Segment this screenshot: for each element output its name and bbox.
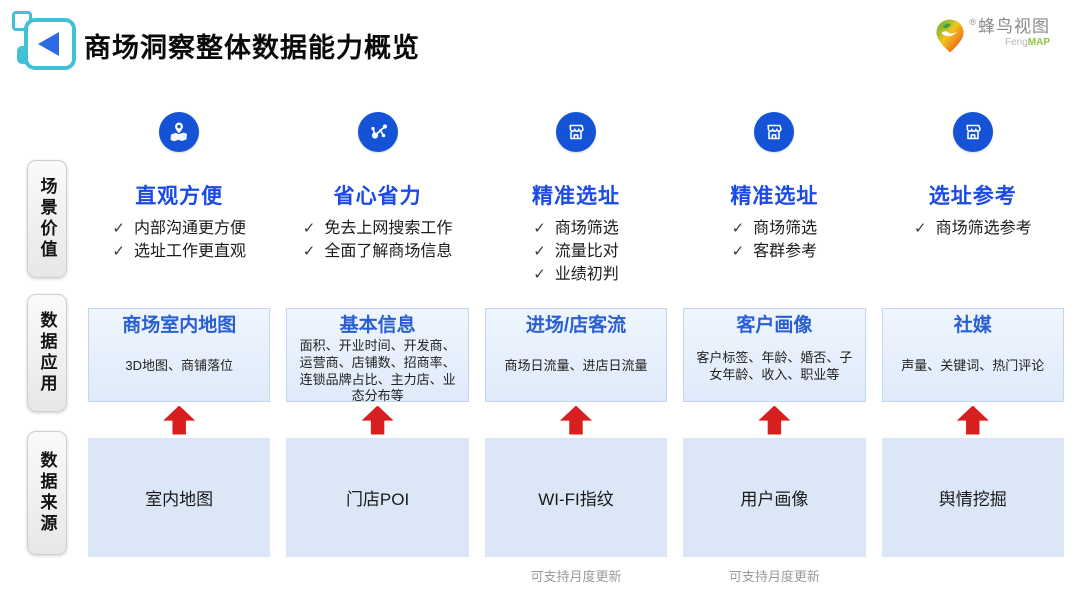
brand-subname: FengMAP — [1004, 36, 1050, 48]
storefront-icon — [754, 112, 795, 152]
value-point: ✓内部沟通更方便 — [112, 220, 246, 237]
value-title: 省心省力 — [333, 185, 422, 208]
value-points: ✓内部沟通更方便 ✓选址工作更直观 — [112, 217, 246, 263]
update-note: 可支持月度更新 — [530, 569, 622, 584]
checkmark-icon: ✓ — [913, 220, 927, 237]
data-application-box: 进场/店客流 商场日流量、进店日流量 — [484, 308, 668, 402]
value-points: ✓商场筛选参考 — [914, 217, 1032, 240]
app-desc: 3D地图、商铺落位 — [125, 358, 233, 374]
up-arrow-icon — [361, 405, 394, 435]
capability-column-social-media: 选址参考 ✓商场筛选参考 社媒 声量、关键词、热门评论 舆情挖掘 — [881, 112, 1064, 592]
app-desc: 商场日流量、进店日流量 — [504, 358, 648, 374]
page-title: 商场洞察整体数据能力概览 — [84, 33, 420, 63]
row-label-data-source: 数据来源 — [27, 431, 67, 555]
value-points: ✓商场筛选 ✓客群参考 — [732, 217, 818, 263]
fengmap-app-logo-icon — [10, 4, 76, 70]
value-point: ✓商场筛选 — [731, 220, 818, 237]
row-label-scene-value: 场景价值 — [27, 160, 67, 278]
data-application-box: 基本信息 面积、开业时间、开发商、运营商、店铺数、招商率、连锁品牌占比、主力店、… — [286, 308, 469, 402]
brand-text: ®蜂鸟视图 FengMAP — [969, 18, 1050, 48]
checkmark-icon: ✓ — [731, 243, 745, 261]
app-title: 商场室内地图 — [122, 315, 237, 336]
map-pin-icon — [159, 112, 200, 152]
data-application-box: 客户画像 客户标签、年龄、婚否、子女年龄、收入、职业等 — [683, 308, 866, 402]
capability-column-basic-info: 省心省力 ✓免去上网搜索工作 ✓全面了解商场信息 基本信息 面积、开业时间、开发… — [286, 112, 469, 592]
fengmap-pin-icon — [936, 19, 964, 53]
storefront-icon — [555, 112, 596, 152]
capability-column-foot-traffic: 精准选址 ✓商场筛选 ✓流量比对 ✓业绩初判 进场/店客流 商场日流量、进店日流… — [484, 112, 668, 592]
value-point: ✓商场筛选参考 — [913, 220, 1032, 237]
value-title: 精准选址 — [531, 185, 620, 208]
data-source-box: WI-FI指纹 — [484, 438, 668, 557]
data-source-box: 门店POI — [286, 438, 469, 557]
row-label-data-application: 数据应用 — [27, 294, 67, 412]
value-title: 直观方便 — [135, 185, 224, 208]
app-desc: 客户标签、年龄、婚否、子女年龄、收入、职业等 — [696, 349, 853, 382]
checkmark-icon: ✓ — [533, 243, 546, 261]
registered-mark: ® — [969, 17, 977, 28]
value-title: 精准选址 — [730, 185, 819, 208]
checkmark-icon: ✓ — [302, 220, 316, 237]
up-arrow-icon — [559, 405, 592, 435]
brand-name: ®蜂鸟视图 — [969, 17, 1050, 36]
value-point: ✓商场筛选 — [533, 220, 619, 237]
data-source-box: 室内地图 — [88, 438, 271, 557]
update-note: 可支持月度更新 — [728, 569, 820, 584]
app-title: 进场/店客流 — [525, 315, 627, 336]
app-title: 社媒 — [953, 315, 992, 336]
brand-logo: ®蜂鸟视图 FengMAP — [935, 18, 1050, 54]
app-desc: 声量、关键词、热门评论 — [901, 358, 1045, 374]
capability-column-indoor-map: 直观方便 ✓内部沟通更方便 ✓选址工作更直观 商场室内地图 3D地图、商铺落位 … — [88, 112, 271, 592]
checkmark-icon: ✓ — [112, 220, 125, 237]
app-title: 客户画像 — [736, 315, 813, 336]
data-application-box: 社媒 声量、关键词、热门评论 — [881, 308, 1064, 402]
value-point: ✓流量比对 — [533, 243, 619, 261]
storefront-icon — [952, 112, 993, 152]
data-application-box: 商场室内地图 3D地图、商铺落位 — [88, 308, 271, 402]
value-points: ✓商场筛选 ✓流量比对 ✓业绩初判 — [533, 217, 619, 287]
checkmark-icon: ✓ — [533, 220, 546, 237]
value-title: 选址参考 — [928, 185, 1017, 208]
checkmark-icon: ✓ — [112, 243, 125, 261]
checkmark-icon: ✓ — [533, 266, 546, 284]
app-desc: 面积、开业时间、开发商、运营商、店铺数、招商率、连锁品牌占比、主力店、业态分布等 — [299, 337, 456, 402]
paper-plane-icon — [38, 32, 59, 56]
up-arrow-icon — [163, 405, 196, 435]
value-point: ✓客群参考 — [731, 243, 818, 261]
up-arrow-icon — [758, 405, 791, 435]
network-icon — [357, 112, 398, 152]
up-arrow-icon — [956, 405, 989, 435]
app-title: 基本信息 — [339, 315, 416, 336]
capability-column-customer-profile: 精准选址 ✓商场筛选 ✓客群参考 客户画像 客户标签、年龄、婚否、子女年龄、收入… — [683, 112, 866, 592]
value-points: ✓免去上网搜索工作 ✓全面了解商场信息 — [303, 217, 453, 263]
value-point: ✓全面了解商场信息 — [302, 243, 453, 261]
logo-main-square — [24, 18, 76, 70]
value-point: ✓选址工作更直观 — [112, 243, 246, 261]
checkmark-icon: ✓ — [302, 243, 316, 261]
data-source-box: 用户画像 — [683, 438, 866, 557]
value-point: ✓业绩初判 — [533, 266, 619, 284]
capability-columns: 直观方便 ✓内部沟通更方便 ✓选址工作更直观 商场室内地图 3D地图、商铺落位 … — [88, 112, 1064, 592]
checkmark-icon: ✓ — [731, 220, 745, 237]
data-source-box: 舆情挖掘 — [881, 438, 1064, 557]
value-point: ✓免去上网搜索工作 — [302, 220, 453, 237]
